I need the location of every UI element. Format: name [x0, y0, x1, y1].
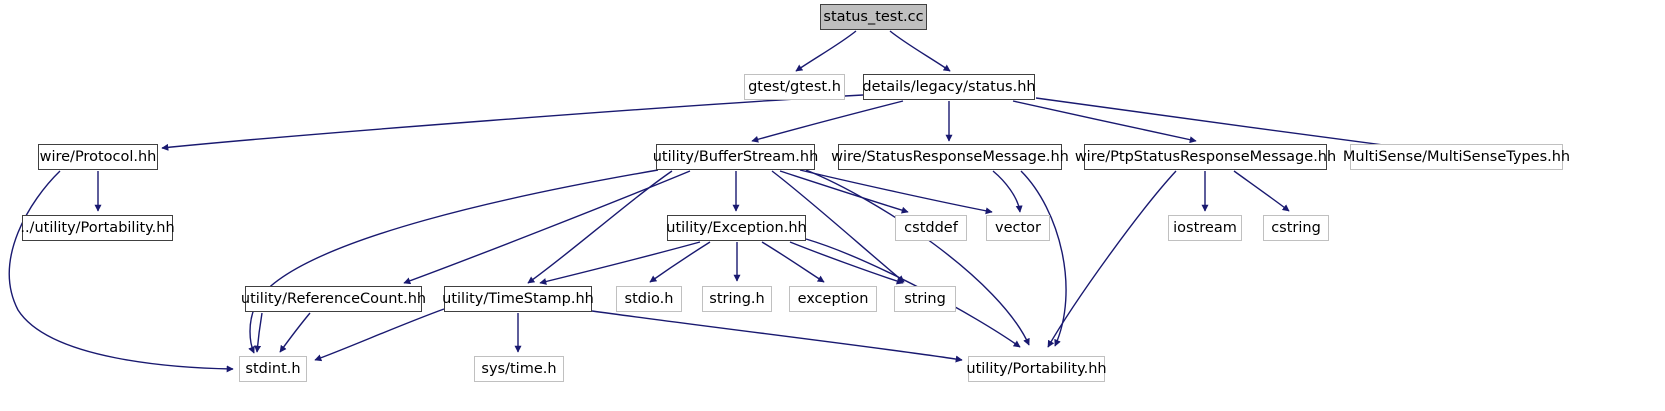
- graph-node-label: utility/TimeStamp.hh: [442, 290, 594, 307]
- graph-edge-bufferstream-to-portability: [805, 169, 1030, 346]
- graph-node-label: status_test.cc: [823, 8, 924, 25]
- graph-node-exception_std[interactable]: exception: [789, 286, 877, 312]
- graph-edge-referencecount-to-stdint_h: [279, 312, 311, 353]
- graph-node-statusresponse[interactable]: wire/StatusResponseMessage.hh: [831, 144, 1069, 170]
- graph-node-stdio_h[interactable]: stdio.h: [616, 286, 682, 312]
- graph-node-cstring[interactable]: cstring: [1263, 215, 1329, 241]
- graph-edge-ptpstatusresponse-to-portability: [1047, 170, 1177, 348]
- graph-edge-bufferstream-to-referencecount: [403, 170, 691, 285]
- graph-edge-exception-to-exception_std: [761, 241, 825, 283]
- graph-node-label: exception: [797, 290, 869, 307]
- graph-node-label: vector: [995, 219, 1041, 236]
- graph-edge-bufferstream-to-cstddef: [779, 170, 909, 214]
- graph-edge-bufferstream-to-string_std: [771, 170, 905, 283]
- graph-node-label: cstddef: [904, 219, 958, 236]
- graph-node-string_std[interactable]: string: [894, 286, 956, 312]
- graph-edge-ptpstatusresponse-to-cstring: [1233, 170, 1290, 212]
- graph-node-label: sys/time.h: [481, 360, 557, 377]
- graph-edge-referencecount-to-stdint_h_alt: [254, 312, 263, 353]
- graph-edge-status_test-to-legacy_status: [889, 30, 951, 72]
- graph-node-gtest[interactable]: gtest/gtest.h: [744, 74, 845, 100]
- graph-node-portability_rel[interactable]: ../utility/Portability.hh: [20, 215, 175, 241]
- graph-node-label: string.h: [709, 290, 765, 307]
- graph-node-sys_time_h[interactable]: sys/time.h: [474, 356, 564, 382]
- graph-node-referencecount[interactable]: utility/ReferenceCount.hh: [241, 286, 426, 312]
- graph-edge-exception-to-stdio_h: [649, 241, 711, 283]
- graph-edge-bufferstream-to-stdint_h: [248, 169, 659, 354]
- graph-node-stdint_h[interactable]: stdint.h: [239, 356, 307, 382]
- graph-node-label: MultiSense/MultiSenseTypes.hh: [1342, 148, 1571, 165]
- graph-edge-timestamp-to-stdint_h: [314, 308, 445, 362]
- graph-node-label: wire/PtpStatusResponseMessage.hh: [1074, 148, 1337, 165]
- graph-edge-protocol-to-stdint_h: [8, 170, 234, 373]
- graph-node-iostream[interactable]: iostream: [1168, 215, 1242, 241]
- graph-node-label: stdio.h: [624, 290, 674, 307]
- graph-node-protocol[interactable]: wire/Protocol.hh: [38, 144, 158, 170]
- graph-edge-timestamp-to-portability: [591, 310, 963, 363]
- graph-node-label: utility/Portability.hh: [966, 360, 1107, 377]
- graph-node-bufferstream[interactable]: utility/BufferStream.hh: [653, 144, 818, 170]
- graph-node-label: wire/StatusResponseMessage.hh: [831, 148, 1069, 165]
- graph-edge-statusresponse-to-vector: [992, 170, 1023, 213]
- graph-node-label: cstring: [1271, 219, 1321, 236]
- graph-node-multisensetypes[interactable]: MultiSense/MultiSenseTypes.hh: [1343, 144, 1570, 170]
- graph-edge-legacy_status-to-bufferstream: [751, 100, 904, 143]
- graph-node-vector[interactable]: vector: [986, 215, 1050, 241]
- graph-edge-status_test-to-gtest: [795, 30, 857, 72]
- graph-node-timestamp[interactable]: utility/TimeStamp.hh: [442, 286, 594, 312]
- graph-node-label: utility/BufferStream.hh: [652, 148, 819, 165]
- graph-node-status_test[interactable]: status_test.cc: [820, 4, 927, 30]
- graph-edge-legacy_status-to-ptpstatusresponse: [1012, 100, 1197, 144]
- graph-edge-exception-to-string_std: [789, 241, 904, 285]
- graph-node-exception[interactable]: utility/Exception.hh: [666, 215, 807, 241]
- graph-node-label: gtest/gtest.h: [748, 78, 841, 95]
- graph-node-label: ../utility/Portability.hh: [20, 219, 175, 236]
- graph-edge-legacy_status-to-protocol: [161, 94, 864, 151]
- graph-node-label: details/legacy/status.hh: [862, 78, 1036, 95]
- graph-node-label: string: [904, 290, 946, 307]
- graph-node-label: wire/Protocol.hh: [39, 148, 157, 165]
- graph-edge-exception-to-timestamp: [539, 241, 701, 285]
- graph-node-label: utility/Exception.hh: [666, 219, 807, 236]
- graph-node-portability[interactable]: utility/Portability.hh: [966, 356, 1107, 382]
- graph-node-cstddef[interactable]: cstddef: [895, 215, 967, 241]
- graph-edge-statusresponse-to-portability: [1020, 170, 1067, 347]
- graph-node-label: stdint.h: [245, 360, 301, 377]
- graph-node-label: iostream: [1173, 219, 1237, 236]
- graph-node-label: utility/ReferenceCount.hh: [240, 290, 427, 307]
- graph-edge-bufferstream-to-timestamp: [527, 170, 673, 284]
- graph-node-legacy_status[interactable]: details/legacy/status.hh: [862, 74, 1036, 100]
- graph-edge-bufferstream-to-vector: [799, 169, 993, 215]
- graph-node-string_h[interactable]: string.h: [702, 286, 772, 312]
- graph-node-ptpstatusresponse[interactable]: wire/PtpStatusResponseMessage.hh: [1075, 144, 1336, 170]
